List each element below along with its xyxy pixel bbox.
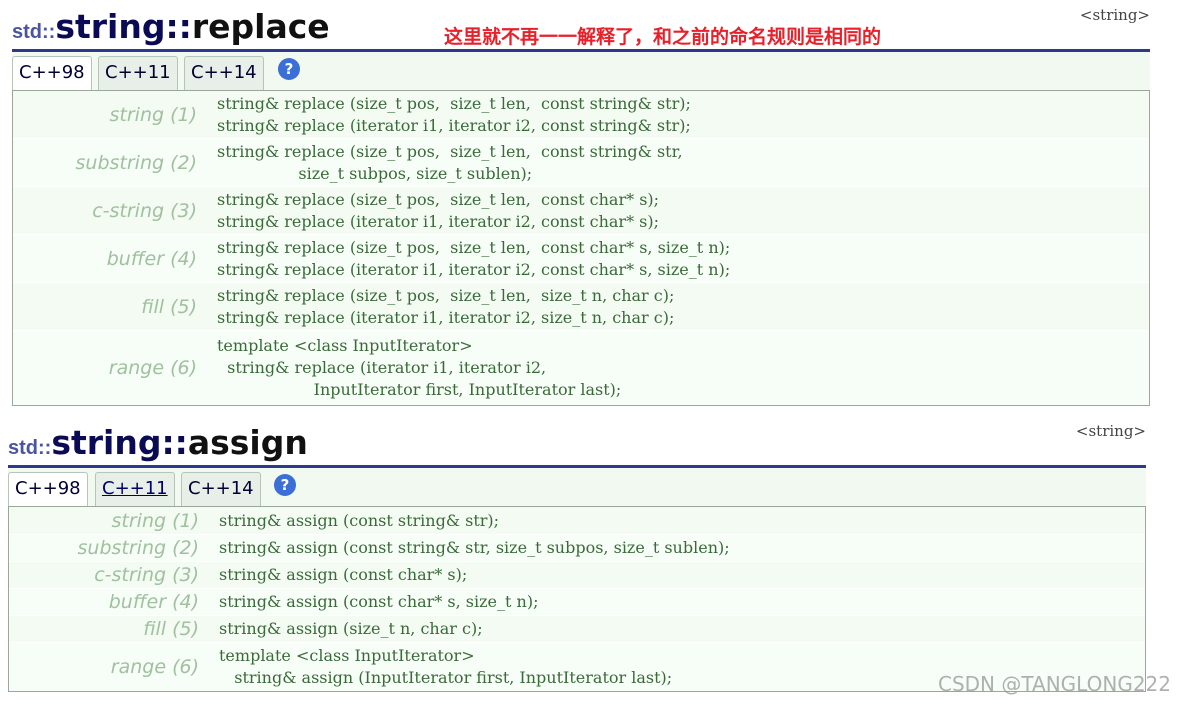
page-title: std::string::replace xyxy=(12,7,330,46)
overload-label: string (1) xyxy=(109,103,198,126)
title-namespace: std:: xyxy=(12,21,56,43)
version-tabs: C++98 C++11 C++14 ? xyxy=(8,468,1146,506)
title-separator: :: xyxy=(165,7,192,46)
code-line: string& replace (size_t pos, size_t len,… xyxy=(217,237,731,257)
help-icon[interactable]: ? xyxy=(274,474,296,496)
replace-section: std::string::replace 这里就不再一一解释了，和之前的命名规则… xyxy=(12,4,1150,406)
signature-panel: string (1) string& replace (size_t pos, … xyxy=(12,90,1150,406)
signature-row: fill (5) string& replace (size_t pos, si… xyxy=(13,283,1149,331)
signature-code: string& replace (size_t pos, size_t len,… xyxy=(197,187,1149,234)
title-namespace: std:: xyxy=(8,437,52,459)
code-line: string& assign (const char* s); xyxy=(219,565,468,584)
assign-title-bar: std::string::assign <string> xyxy=(8,420,1146,468)
signature-row: buffer (4) string& assign (const char* s… xyxy=(9,589,1145,616)
tab-label: C++14 xyxy=(191,62,257,83)
code-line: string& assign (const string& str, size_… xyxy=(219,538,730,557)
title-function: replace xyxy=(191,7,330,46)
title-function: assign xyxy=(187,423,308,462)
signature-code: string& assign (const char* s, size_t n)… xyxy=(199,589,1145,615)
code-line: string& replace (iterator i1, iterator i… xyxy=(217,358,547,377)
tab-label: C++98 xyxy=(19,62,85,83)
title-separator: :: xyxy=(161,423,188,462)
signature-code: template <class InputIterator> string& a… xyxy=(199,643,1145,691)
overload-label: fill (5) xyxy=(141,295,197,318)
code-line: template <class InputIterator> xyxy=(217,336,473,355)
tab-label: C++11 xyxy=(102,478,168,499)
code-line: string& assign (size_t n, char c); xyxy=(219,619,483,638)
header-reference: <string> xyxy=(1079,6,1150,24)
signature-row: range (6) template <class InputIterator>… xyxy=(13,331,1149,405)
signature-code: string& replace (size_t pos, size_t len,… xyxy=(197,139,1149,186)
tab-cpp14[interactable]: C++14 xyxy=(181,472,261,506)
tab-label: C++11 xyxy=(105,62,171,83)
overload-label: range (6) xyxy=(110,656,199,678)
overload-label: buffer (4) xyxy=(106,247,197,270)
code-line: string& replace (size_t pos, size_t len,… xyxy=(217,141,683,161)
signature-panel: string (1) string& assign (const string&… xyxy=(8,506,1146,692)
code-line: string& replace (size_t pos, size_t len,… xyxy=(217,189,660,209)
signature-code: string& assign (const string& str, size_… xyxy=(199,535,1145,561)
signature-code: string& replace (size_t pos, size_t len,… xyxy=(197,235,1149,282)
tab-cpp11[interactable]: C++11 xyxy=(95,472,175,506)
signature-row: fill (5) string& assign (size_t n, char … xyxy=(9,616,1145,643)
signature-row: c-string (3) string& assign (const char*… xyxy=(9,562,1145,589)
watermark: CSDN @TANGLONG222 xyxy=(938,672,1171,696)
signature-code: string& assign (size_t n, char c); xyxy=(199,616,1145,642)
code-line: string& replace (iterator i1, iterator i… xyxy=(217,259,731,279)
signature-code: template <class InputIterator> string& r… xyxy=(197,331,1149,405)
overload-label: c-string (3) xyxy=(94,564,199,586)
signature-row: string (1) string& replace (size_t pos, … xyxy=(13,91,1149,139)
signature-row: substring (2) string& assign (const stri… xyxy=(9,535,1145,562)
code-line: string& assign (const string& str); xyxy=(219,510,500,530)
signature-code: string& replace (size_t pos, size_t len,… xyxy=(197,283,1149,330)
overload-label: string (1) xyxy=(111,509,200,532)
replace-title-bar: std::string::replace 这里就不再一一解释了，和之前的命名规则… xyxy=(12,4,1150,52)
signature-row: c-string (3) string& replace (size_t pos… xyxy=(13,187,1149,235)
signature-code: string& replace (size_t pos, size_t len,… xyxy=(197,91,1149,138)
code-line: template <class InputIterator> xyxy=(219,646,475,665)
overload-label: c-string (3) xyxy=(92,199,197,222)
code-line: string& replace (iterator i1, iterator i… xyxy=(217,115,691,135)
code-line: size_t subpos, size_t sublen); xyxy=(217,163,533,183)
version-tabs: C++98 C++11 C++14 ? xyxy=(12,52,1150,90)
annotation-text: 这里就不再一一解释了，和之前的命名规则是相同的 xyxy=(444,26,882,48)
code-line: string& assign (const char* s, size_t n)… xyxy=(219,592,539,611)
tab-cpp11[interactable]: C++11 xyxy=(98,56,178,90)
signature-row: buffer (4) string& replace (size_t pos, … xyxy=(13,235,1149,283)
overload-label: buffer (4) xyxy=(108,591,199,613)
tab-label: C++98 xyxy=(15,478,81,499)
help-icon[interactable]: ? xyxy=(278,58,300,80)
signature-row: substring (2) string& replace (size_t po… xyxy=(13,139,1149,187)
page-title: std::string::assign xyxy=(8,423,308,462)
overload-label: range (6) xyxy=(108,357,197,379)
header-reference: <string> xyxy=(1075,422,1146,440)
signature-row: range (6) template <class InputIterator>… xyxy=(9,643,1145,691)
assign-section: std::string::assign <string> C++98 C++11… xyxy=(8,420,1146,692)
tab-cpp98[interactable]: C++98 xyxy=(8,472,88,506)
signature-code: string& assign (const char* s); xyxy=(199,562,1145,588)
overload-label: substring (2) xyxy=(75,151,198,174)
signature-row: string (1) string& assign (const string&… xyxy=(9,507,1145,535)
code-line: string& replace (iterator i1, iterator i… xyxy=(217,307,675,327)
tab-cpp14[interactable]: C++14 xyxy=(184,56,264,90)
title-class: string xyxy=(55,7,166,46)
code-line: string& replace (size_t pos, size_t len,… xyxy=(217,285,675,305)
overload-label: substring (2) xyxy=(77,537,200,559)
code-line: InputIterator first, InputIterator last)… xyxy=(217,380,622,399)
title-class: string xyxy=(51,423,162,462)
tab-label: C++14 xyxy=(188,478,254,499)
code-line: string& replace (iterator i1, iterator i… xyxy=(217,211,659,231)
code-line: string& replace (size_t pos, size_t len,… xyxy=(217,93,691,113)
tab-cpp98[interactable]: C++98 xyxy=(12,56,92,90)
signature-code: string& assign (const string& str); xyxy=(199,507,1145,534)
code-line: string& assign (InputIterator first, Inp… xyxy=(219,668,673,687)
overload-label: fill (5) xyxy=(143,618,199,640)
